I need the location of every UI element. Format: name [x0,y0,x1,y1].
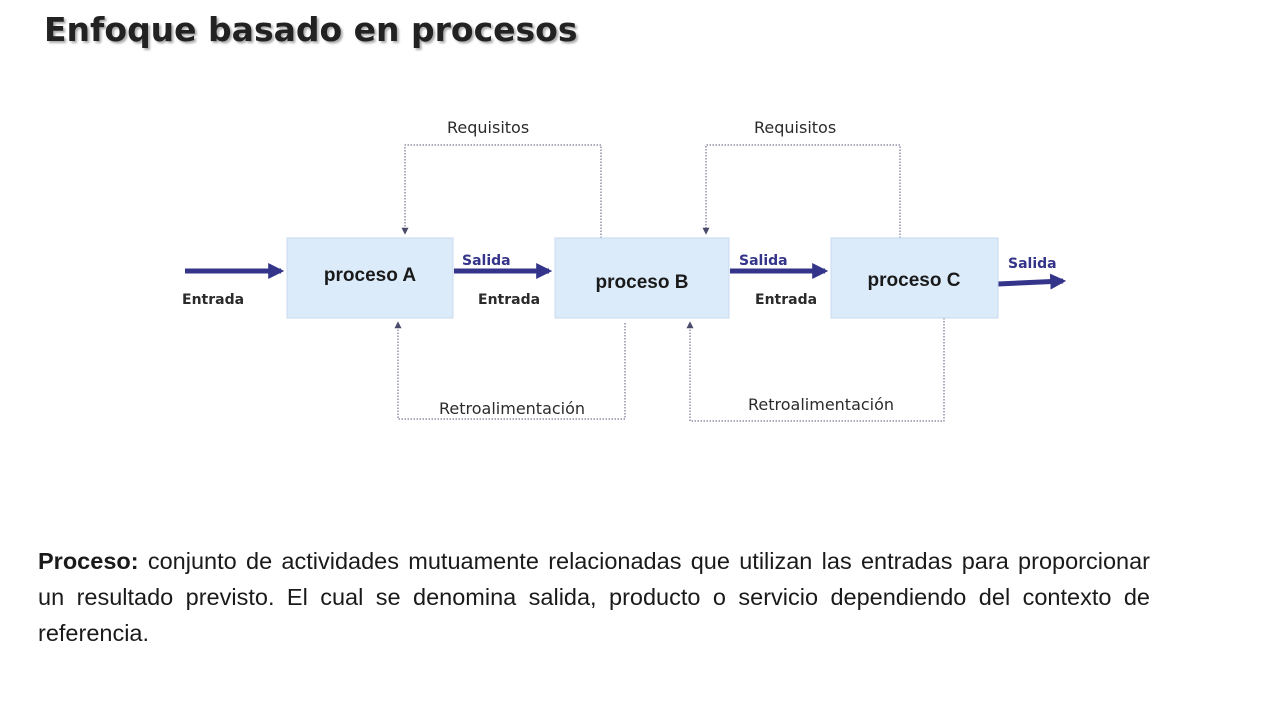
process-label-b: proceso B [596,272,689,293]
salida-arrow-c [997,273,1067,290]
retroalimentacion-line-a [394,321,626,420]
process-definition: Proceso: conjunto de actividades mutuame… [38,543,1150,651]
process-box-c [830,237,999,319]
retroalimentacion-label-b: Retroalimentación [748,395,894,414]
process-box-a [286,237,454,319]
entrada-label-b: Entrada [478,292,540,308]
retroalimentacion-line-b [686,318,945,422]
definition-term: Proceso: [38,548,139,574]
entrada-label-a: Entrada [182,292,244,308]
process-label-a: proceso A [324,265,416,286]
retroalimentacion-label-a: Retroalimentación [439,399,585,418]
entrada-label-c: Entrada [755,292,817,308]
requisitos-line-b [702,144,901,238]
process-label-c: proceso C [868,270,961,291]
requisitos-line-a [401,144,602,238]
salida-label-c: Salida [1008,256,1057,272]
requisitos-label-b: Requisitos [754,118,836,137]
salida-label-b: Salida [739,253,788,269]
requisitos-label-a: Requisitos [447,118,529,137]
page-title: Enfoque basado en procesos [44,10,578,49]
process-box-b [554,237,730,319]
definition-text: conjunto de actividades mutuamente relac… [38,548,1150,646]
salida-label-a: Salida [462,253,511,269]
